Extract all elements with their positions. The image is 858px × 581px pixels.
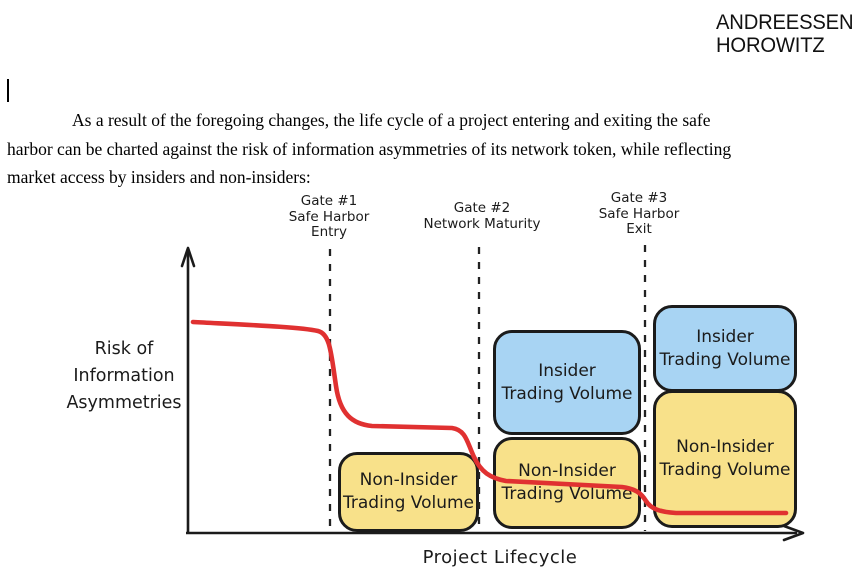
box-label-line: Insider <box>538 360 596 381</box>
andreessen-horowitz-logo: ANDREESSEN HOROWITZ <box>716 10 854 57</box>
gate3-label-line: Safe Harbor <box>598 205 680 222</box>
box-label-line: Trading Volume <box>501 484 633 504</box>
intro-paragraph[interactable]: As a result of the foregoing changes, th… <box>7 106 853 192</box>
gate1-label-line: Gate #1 <box>300 193 358 209</box>
gate2-label: Gate #2 Network Maturity <box>423 200 541 232</box>
y-axis-title-line: Information <box>73 366 175 386</box>
gate1-label-line: Entry <box>311 224 347 240</box>
box-label-line: Trading Volume <box>342 493 474 513</box>
gate3-label-line: Gate #3 <box>610 190 668 206</box>
box-label-line: Trading Volume <box>659 460 791 480</box>
gate1-label-line: Safe Harbor <box>288 208 370 225</box>
x-axis-arrow-icon <box>782 524 805 542</box>
insider-volume-box-2: Insider Trading Volume <box>493 330 641 435</box>
y-axis-title-line: Asymmetries <box>66 393 182 413</box>
gate3-label: Gate #3 Safe Harbor Exit <box>598 190 680 238</box>
box-label-line: Non-Insider <box>518 461 616 481</box>
non-insider-volume-box-1: Non-Insider Trading Volume <box>338 452 479 532</box>
paragraph-line: harbor can be charted against the risk o… <box>7 138 732 159</box>
logo-line-2: HOROWITZ <box>716 32 825 57</box>
y-axis-title-line: Risk of <box>94 339 154 359</box>
gate2-label-line: Network Maturity <box>423 215 541 232</box>
box-label-line: Insider <box>696 326 754 347</box>
paragraph-line: As a result of the foregoing changes, th… <box>72 110 711 130</box>
logo-line-1: ANDREESSEN <box>716 10 854 34</box>
non-insider-volume-box-2: Non-Insider Trading Volume <box>493 437 641 529</box>
text-cursor <box>7 79 9 102</box>
insider-volume-box-3: Insider Trading Volume <box>653 305 797 392</box>
box-label-line: Trading Volume <box>659 349 791 370</box>
gate3-label-line: Exit <box>626 221 652 237</box>
x-axis-title: Project Lifecycle <box>422 547 578 568</box>
paragraph-line: market access by insiders and non-inside… <box>7 167 311 187</box>
y-axis-title: Risk of Information Asymmetries <box>66 336 181 417</box>
box-label-line: Trading Volume <box>501 383 633 404</box>
gate1-label: Gate #1 Safe Harbor Entry <box>288 193 370 241</box>
y-axis-arrow-icon <box>180 246 196 268</box>
non-insider-volume-box-3: Non-Insider Trading Volume <box>653 390 797 528</box>
box-label-line: Non-Insider <box>676 437 774 457</box>
gate2-label-line: Gate #2 <box>453 200 511 216</box>
box-label-line: Non-Insider <box>359 470 458 490</box>
